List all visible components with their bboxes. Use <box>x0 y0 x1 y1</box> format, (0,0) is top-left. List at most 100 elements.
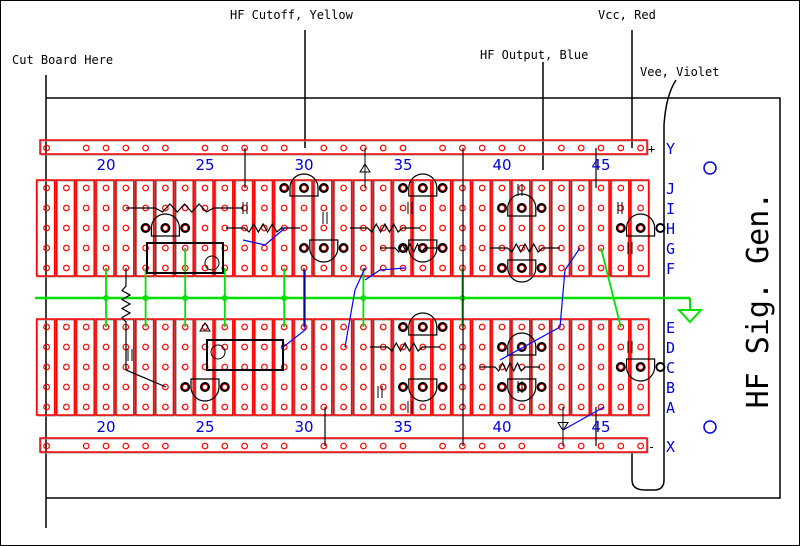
transistor-pin <box>437 322 448 332</box>
strip-shadow <box>393 180 413 278</box>
hole <box>82 363 90 371</box>
strip-shadow <box>96 180 116 278</box>
strip-shadow <box>56 180 76 278</box>
copper-strip <box>75 318 95 416</box>
hole <box>538 204 545 212</box>
strip-shadow <box>611 319 631 417</box>
strip-shadow <box>611 180 631 278</box>
hole <box>102 204 110 212</box>
rail-hole <box>320 144 328 152</box>
hole <box>518 403 526 411</box>
hole <box>221 403 229 411</box>
transistor-icon <box>309 239 339 263</box>
hole <box>241 363 249 371</box>
column-number: 35 <box>393 156 412 174</box>
strip-shadow <box>254 319 274 417</box>
hole <box>300 224 308 232</box>
transistor-pin <box>497 382 507 392</box>
hole <box>558 403 565 411</box>
strip-shadow <box>195 180 215 278</box>
vee-wire <box>663 79 677 455</box>
column-number: 35 <box>393 418 412 436</box>
copper-strip <box>530 179 551 277</box>
transistor-pin <box>299 183 309 193</box>
hole <box>82 264 90 272</box>
transistor-pin <box>655 362 666 372</box>
transistor-pin <box>615 223 626 233</box>
hole <box>379 264 387 272</box>
transistor-pin <box>398 183 408 193</box>
hole <box>300 403 308 411</box>
hole <box>300 184 308 192</box>
ground-jumper <box>600 247 622 328</box>
hole <box>577 224 585 232</box>
hole <box>597 264 605 272</box>
rail-hole <box>439 442 447 450</box>
row-label: G <box>666 240 675 258</box>
strip-shadow <box>334 180 354 278</box>
hole <box>439 343 447 351</box>
hole <box>63 363 70 371</box>
strip-shadow <box>254 180 274 278</box>
hole <box>617 204 625 212</box>
hole <box>300 363 308 371</box>
resistor-icon <box>380 242 440 254</box>
strip-shadow <box>136 319 156 417</box>
strip-shadow <box>353 180 373 278</box>
ground-junction <box>221 295 228 301</box>
hole <box>320 403 328 411</box>
hole <box>597 343 605 351</box>
hole <box>201 403 209 411</box>
rail-hole <box>280 442 288 450</box>
hole <box>439 184 447 192</box>
copper-strip <box>392 318 412 416</box>
hole <box>538 403 545 411</box>
copper-strip <box>194 179 214 277</box>
hole <box>221 383 229 391</box>
hole <box>478 224 486 232</box>
hole <box>538 264 545 272</box>
copper-strip <box>313 318 333 416</box>
hole <box>577 363 585 371</box>
rail-sign-minus: - <box>648 440 655 454</box>
rail-hole <box>102 144 110 152</box>
hole <box>201 184 209 192</box>
transistor-pin <box>417 382 428 392</box>
hole <box>617 244 625 252</box>
hole <box>43 244 50 252</box>
hole <box>63 343 70 351</box>
hole <box>82 383 90 391</box>
hole <box>399 204 407 212</box>
transistor-pin <box>497 263 507 273</box>
copper-strip <box>352 318 373 416</box>
rail-label-x: X <box>666 438 675 456</box>
hole <box>558 363 565 371</box>
rail-hole <box>201 144 209 152</box>
transistor-icon <box>507 378 537 402</box>
hole <box>478 204 486 212</box>
copper-strip <box>293 318 313 416</box>
hole <box>478 323 486 331</box>
rail-hole <box>379 144 387 152</box>
rail-hole <box>221 442 229 450</box>
strip-shadow <box>37 319 57 417</box>
copper-strip <box>35 179 56 277</box>
hole <box>498 323 506 331</box>
hole <box>637 403 644 411</box>
column-number: 45 <box>591 418 610 436</box>
hole <box>518 204 526 212</box>
hole <box>399 323 407 331</box>
hole <box>300 204 308 212</box>
hole <box>399 343 407 351</box>
strip-shadow <box>215 319 235 417</box>
column-number: 45 <box>591 156 610 174</box>
hole <box>181 343 189 351</box>
rail-hole <box>518 442 526 450</box>
copper-strip <box>253 318 274 416</box>
hole <box>518 323 526 331</box>
strip-shadow <box>334 319 354 417</box>
hole <box>181 224 189 232</box>
transistor-pin <box>417 183 428 193</box>
strip-shadow <box>116 180 136 278</box>
hole <box>122 224 130 232</box>
